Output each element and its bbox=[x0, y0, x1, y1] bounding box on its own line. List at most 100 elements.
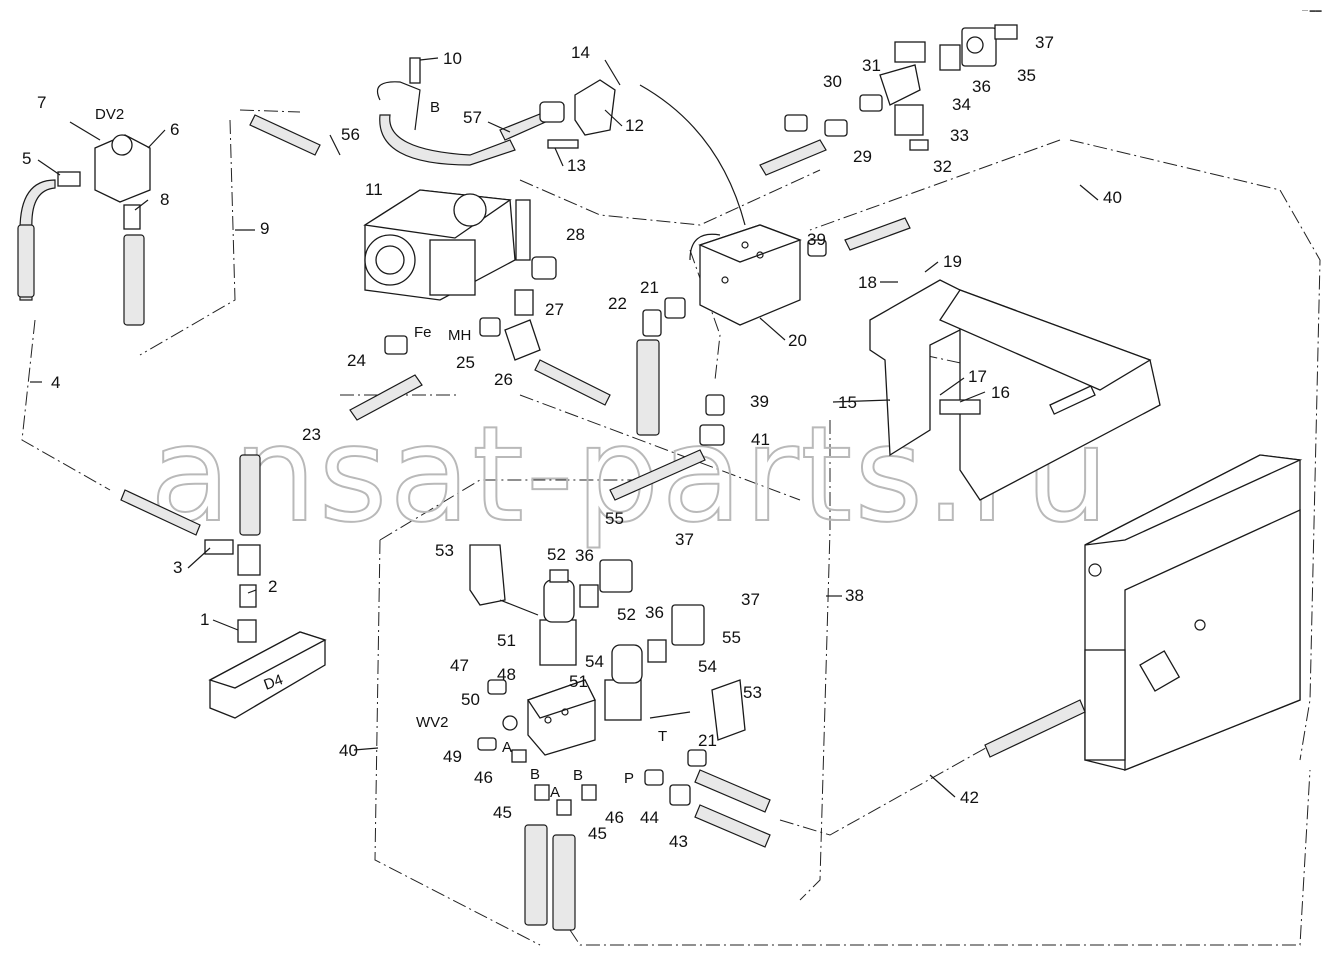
routing-lines bbox=[21, 109, 1321, 946]
label-51a: 51 bbox=[497, 631, 516, 650]
tag-d4: D4 bbox=[262, 671, 286, 694]
tag-fe: Fe bbox=[414, 324, 432, 341]
label-33: 33 bbox=[950, 126, 969, 145]
tag-wv2: WV2 bbox=[416, 714, 449, 731]
label-53b: 53 bbox=[743, 683, 762, 702]
tag-dv2: DV2 bbox=[95, 106, 124, 123]
label-53a: 53 bbox=[435, 541, 454, 560]
label-26: 26 bbox=[494, 370, 513, 389]
tag-a-1: A bbox=[502, 739, 512, 756]
label-6: 6 bbox=[170, 120, 179, 139]
label-46b: 46 bbox=[605, 808, 624, 827]
label-28: 28 bbox=[566, 225, 585, 244]
label-34: 34 bbox=[952, 95, 971, 114]
solenoid-valve-lower bbox=[604, 604, 746, 741]
connector-group-29-37 bbox=[759, 24, 1018, 176]
label-46a: 46 bbox=[474, 768, 493, 787]
label-30: 30 bbox=[823, 72, 842, 91]
distribution-block-d4 bbox=[120, 454, 327, 719]
label-55b: 55 bbox=[722, 628, 741, 647]
label-39b: 39 bbox=[750, 392, 769, 411]
label-9: 9 bbox=[260, 219, 269, 238]
corner-mark: — ▬▬ bbox=[1302, 8, 1322, 14]
label-14: 14 bbox=[571, 43, 590, 62]
label-51b: 51 bbox=[569, 672, 588, 691]
label-23: 23 bbox=[302, 425, 321, 444]
label-10: 10 bbox=[443, 49, 462, 68]
tag-t: T bbox=[658, 728, 667, 745]
tag-mh: MH bbox=[448, 327, 471, 344]
label-25: 25 bbox=[456, 353, 475, 372]
label-45a: 45 bbox=[493, 803, 512, 822]
leader-lines bbox=[30, 57, 1099, 798]
solenoid-valve-upper bbox=[469, 544, 633, 666]
label-57: 57 bbox=[463, 108, 482, 127]
label-18: 18 bbox=[858, 273, 877, 292]
label-35: 35 bbox=[1017, 66, 1036, 85]
label-3: 3 bbox=[173, 558, 182, 577]
tag-a-2: A bbox=[550, 784, 560, 801]
label-8: 8 bbox=[160, 190, 169, 209]
tag-b-2: B bbox=[573, 767, 583, 784]
frame-rail-15 bbox=[869, 279, 1161, 501]
label-42: 42 bbox=[960, 788, 979, 807]
label-55a: 55 bbox=[605, 509, 624, 528]
label-40a: 40 bbox=[1103, 188, 1122, 207]
label-22: 22 bbox=[608, 294, 627, 313]
label-36a: 36 bbox=[972, 77, 991, 96]
label-4: 4 bbox=[51, 373, 60, 392]
label-7: 7 bbox=[37, 93, 46, 112]
clamp-12 bbox=[547, 79, 616, 149]
label-45b: 45 bbox=[588, 824, 607, 843]
label-50: 50 bbox=[461, 690, 480, 709]
label-54b: 54 bbox=[698, 657, 717, 676]
label-36c: 36 bbox=[645, 603, 664, 622]
label-11: 11 bbox=[365, 180, 383, 199]
label-37b: 37 bbox=[675, 530, 694, 549]
label-5: 5 bbox=[22, 149, 31, 168]
tag-p: P bbox=[624, 770, 634, 787]
label-19: 19 bbox=[943, 252, 962, 271]
label-13: 13 bbox=[567, 156, 586, 175]
label-1: 1 bbox=[200, 610, 209, 629]
label-48: 48 bbox=[497, 665, 516, 684]
label-12: 12 bbox=[625, 116, 644, 135]
label-21b: 21 bbox=[698, 731, 717, 750]
label-39a: 39 bbox=[807, 230, 826, 249]
manifold-block-20 bbox=[639, 84, 802, 326]
label-52a: 52 bbox=[547, 545, 566, 564]
hydraulic-pump bbox=[363, 57, 516, 301]
label-21a: 21 bbox=[640, 278, 659, 297]
label-38: 38 bbox=[845, 586, 864, 605]
label-37c: 37 bbox=[741, 590, 760, 609]
label-40b: 40 bbox=[339, 741, 358, 760]
label-16: 16 bbox=[991, 383, 1010, 402]
label-56: 56 bbox=[341, 125, 360, 144]
tag-b-top: B bbox=[430, 99, 440, 116]
part-number-labels: 1 2 3 4 5 6 7 8 9 10 11 12 13 14 15 16 1… bbox=[22, 33, 1122, 851]
label-2: 2 bbox=[268, 577, 277, 596]
hoses-39-41 bbox=[609, 217, 911, 501]
valve-block-48 bbox=[477, 679, 707, 931]
label-43: 43 bbox=[669, 832, 688, 851]
label-20: 20 bbox=[788, 331, 807, 350]
label-15: 15 bbox=[838, 393, 857, 412]
label-17: 17 bbox=[968, 367, 987, 386]
label-32: 32 bbox=[933, 157, 952, 176]
label-31: 31 bbox=[862, 56, 881, 75]
fittings-24-27 bbox=[349, 199, 611, 421]
control-cabinet bbox=[694, 454, 1303, 848]
label-29: 29 bbox=[853, 147, 872, 166]
label-27: 27 bbox=[545, 300, 564, 319]
port-tags: DV2 D4 WV2 Fe MH B A A B B T P bbox=[95, 99, 667, 801]
hose-57 bbox=[249, 101, 565, 156]
valve-dv2-assembly bbox=[17, 121, 151, 326]
label-44: 44 bbox=[640, 808, 659, 827]
label-24: 24 bbox=[347, 351, 366, 370]
label-41: 41 bbox=[751, 430, 770, 449]
label-49: 49 bbox=[443, 747, 462, 766]
label-52b: 52 bbox=[617, 605, 636, 624]
label-36b: 36 bbox=[575, 546, 594, 565]
